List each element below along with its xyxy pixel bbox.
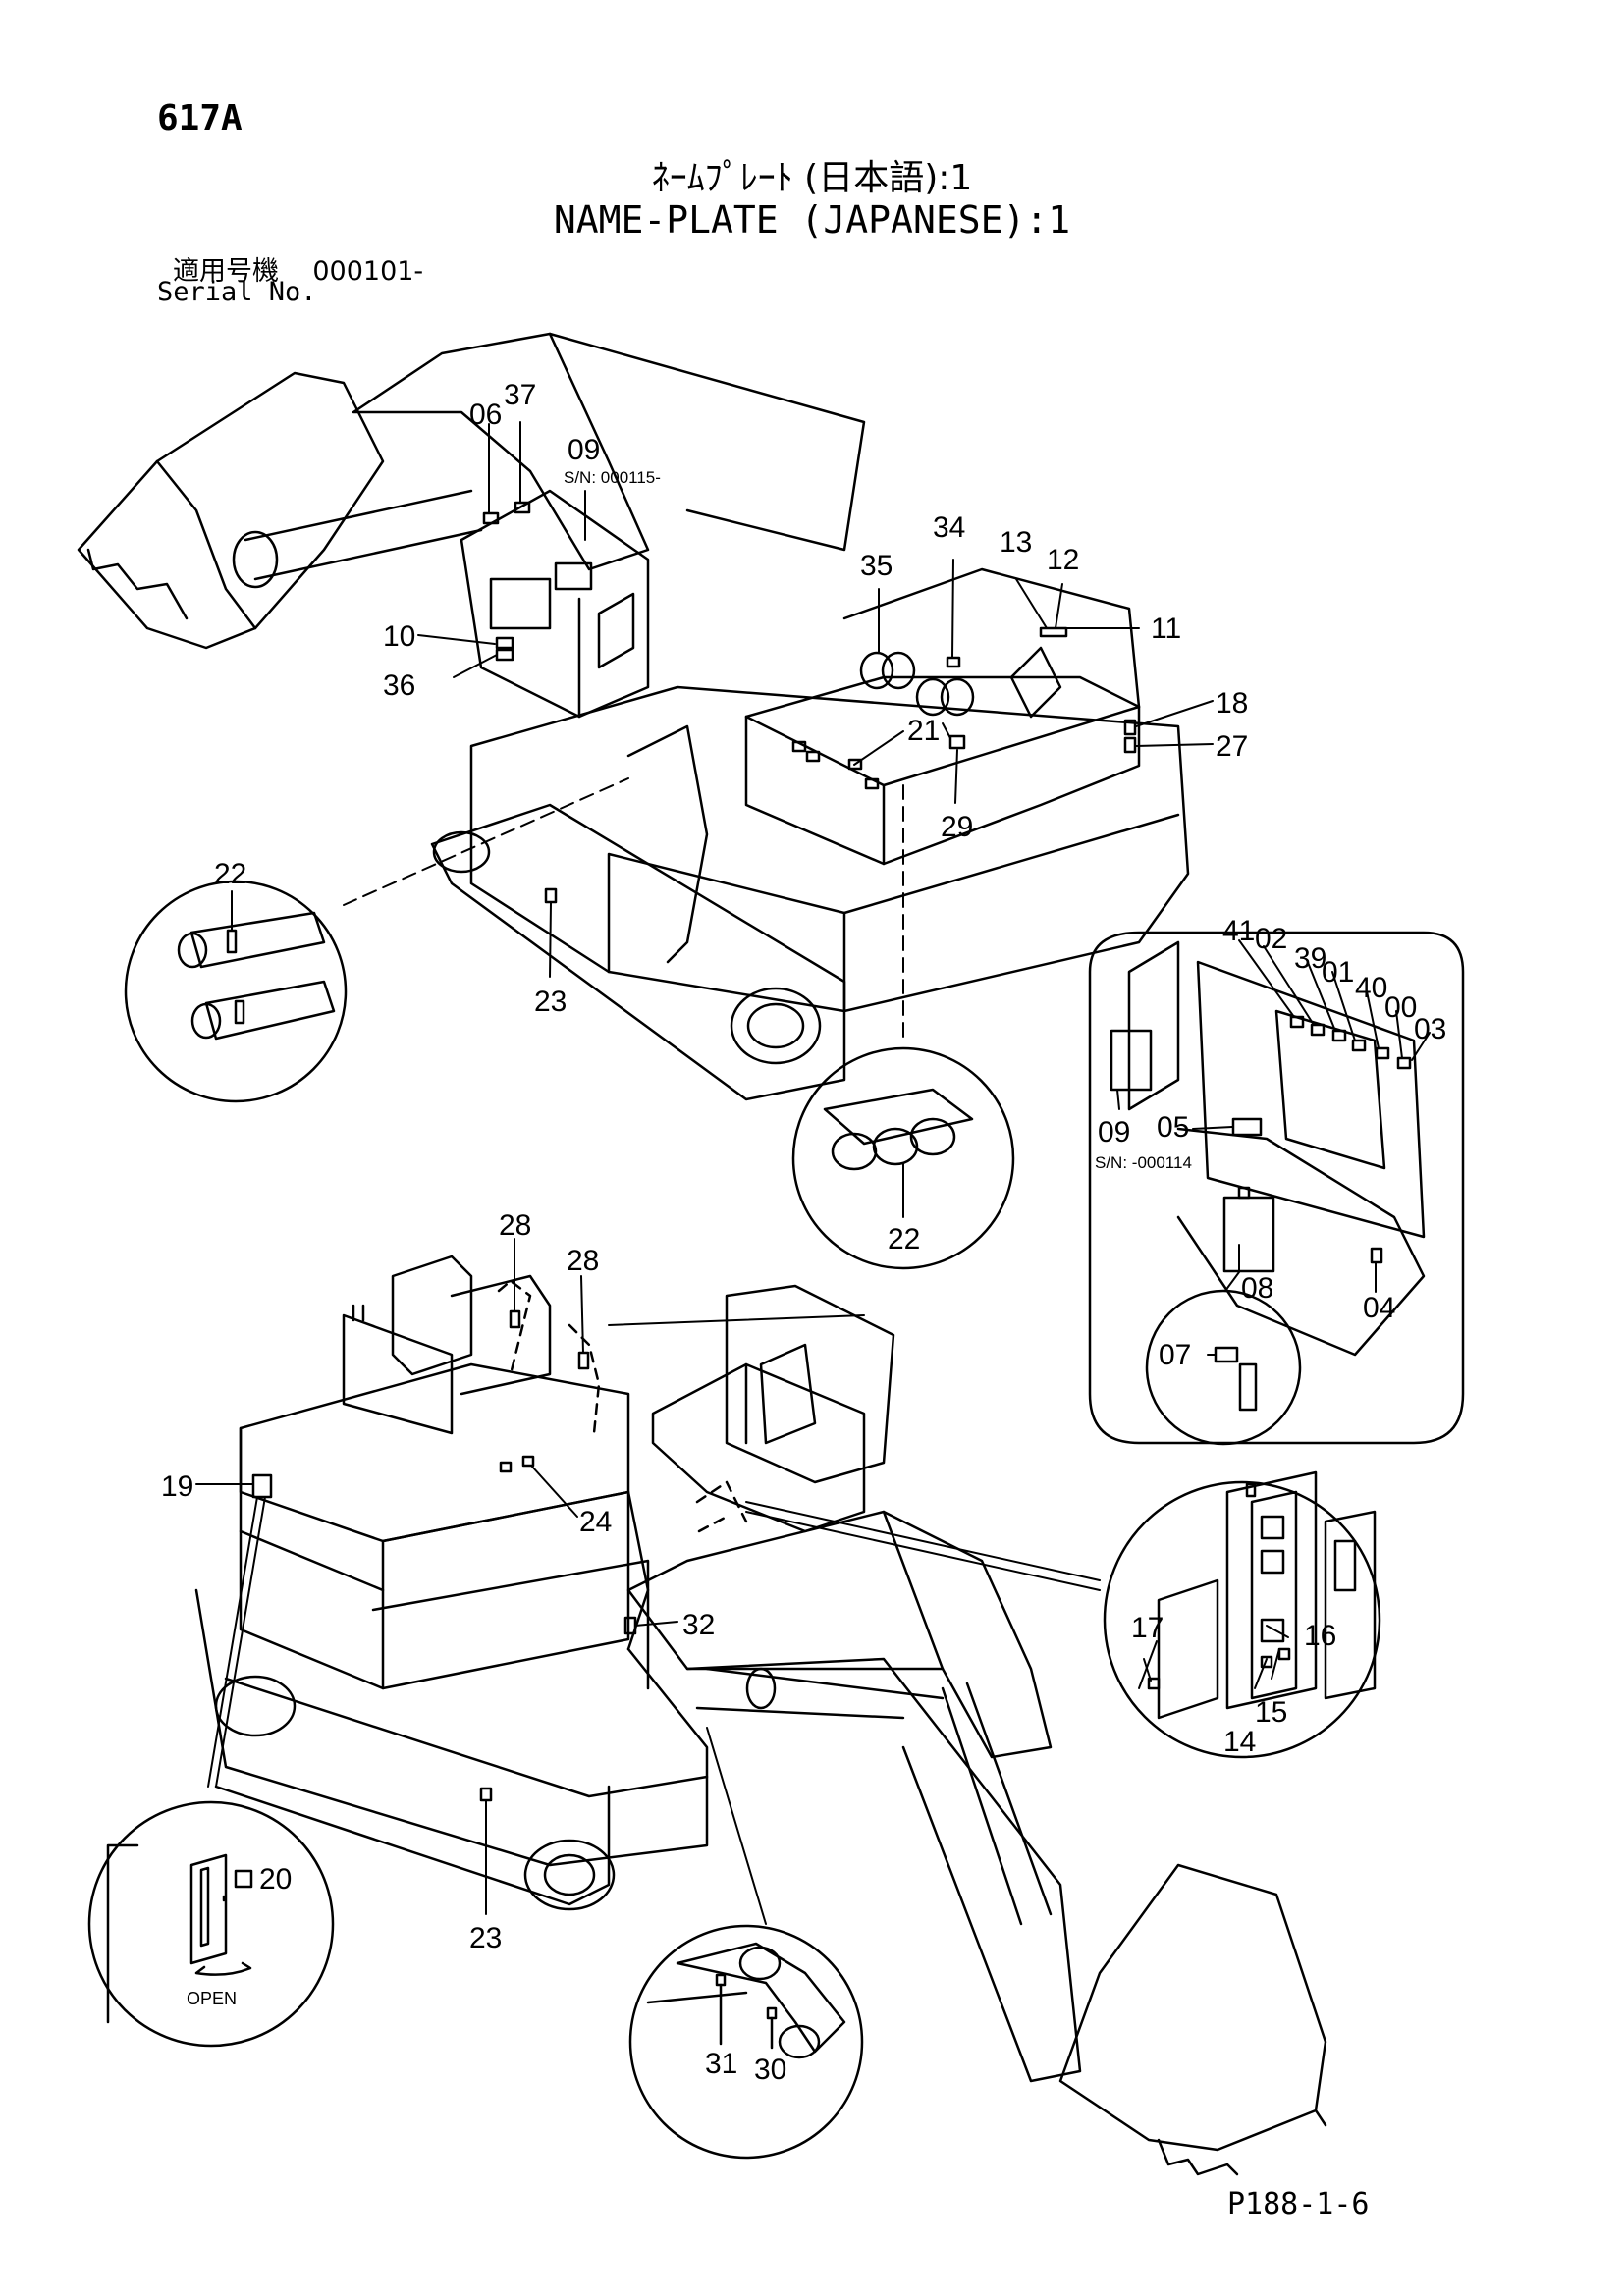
- callout-00: 00: [1384, 991, 1417, 1024]
- bottom-machine-drawing: [194, 1255, 1327, 2176]
- top-machine-drawing: [77, 332, 1190, 1101]
- detail-circle-pin: [628, 1924, 864, 2160]
- serial-label-jp: 適用号機: [173, 256, 279, 287]
- callout-37: 37: [504, 379, 536, 411]
- callout-14: 14: [1223, 1726, 1256, 1758]
- callout-20: 20: [259, 1863, 292, 1896]
- serial-line: 適用号機 000101-: [173, 249, 423, 288]
- open-label: OPEN: [187, 1989, 237, 2008]
- callout-12: 12: [1047, 544, 1079, 576]
- page-code: 617A: [157, 98, 243, 138]
- callout-18: 18: [1216, 687, 1248, 720]
- callout-08: 08: [1241, 1272, 1273, 1305]
- callout-07: 07: [1159, 1339, 1191, 1371]
- serial-label-en: Serial No.: [157, 277, 317, 307]
- serial-note-cab: S/N: -000114: [1095, 1153, 1192, 1172]
- callout-05: 05: [1157, 1111, 1189, 1144]
- callout-15: 15: [1255, 1696, 1287, 1729]
- callout-28-left: 28: [499, 1209, 531, 1242]
- callout-28-right: 28: [567, 1245, 599, 1277]
- serial-value: 000101-: [312, 256, 424, 287]
- top-leader-lines: [343, 421, 1214, 1041]
- detail-circle-cabinet: [1103, 1470, 1381, 1759]
- callout-40: 40: [1355, 972, 1387, 1004]
- callout-09-top: 09: [568, 434, 600, 466]
- callout-17: 17: [1131, 1612, 1164, 1644]
- callout-39: 39: [1294, 942, 1326, 975]
- detail-circle-center: [791, 1046, 1015, 1270]
- serial-note-top: S/N: 000115-: [564, 468, 661, 487]
- callout-19: 19: [161, 1470, 193, 1503]
- callout-01: 01: [1322, 956, 1354, 988]
- callout-22-center: 22: [888, 1223, 920, 1255]
- bottom-leader-lines: [195, 1238, 1289, 1925]
- detail-circle-batteries: [124, 880, 348, 1103]
- callout-24: 24: [579, 1506, 612, 1538]
- callout-23-bottom: 23: [469, 1922, 502, 1954]
- callout-09-cab: 09: [1098, 1116, 1130, 1148]
- callout-labels: 06 37 09 S/N: 000115- 10 36 34 35 13 12 …: [161, 379, 1446, 2086]
- callout-22-left: 22: [214, 858, 246, 890]
- callout-31: 31: [705, 2048, 737, 2080]
- callout-03: 03: [1414, 1013, 1446, 1045]
- callout-35: 35: [860, 550, 893, 582]
- detail-circle-07: [1145, 1271, 1302, 1446]
- callout-29: 29: [941, 811, 973, 843]
- callout-13: 13: [1000, 526, 1032, 559]
- callout-16: 16: [1304, 1620, 1336, 1652]
- callout-34: 34: [933, 511, 965, 544]
- callout-27: 27: [1216, 730, 1248, 763]
- callout-02: 02: [1255, 923, 1287, 955]
- callout-30: 30: [754, 2054, 786, 2086]
- callout-10: 10: [383, 620, 415, 653]
- title-japanese: ﾈｰﾑﾌﾟﾚｰﾄ (日本語):1: [651, 158, 973, 198]
- page-reference: P188-1-6: [1227, 2187, 1370, 2221]
- title-english: NAME-PLATE (JAPANESE):1: [553, 198, 1071, 241]
- callout-11: 11: [1151, 613, 1181, 645]
- callout-23-top: 23: [534, 986, 567, 1018]
- callout-04: 04: [1363, 1292, 1395, 1324]
- cab-leader-lines: [1116, 939, 1431, 1293]
- callout-41: 41: [1222, 915, 1255, 947]
- callout-36: 36: [383, 669, 415, 702]
- detail-circle-door: [87, 1800, 335, 2048]
- callout-06: 06: [469, 399, 502, 431]
- callout-32: 32: [682, 1609, 715, 1641]
- callout-21: 21: [907, 715, 940, 747]
